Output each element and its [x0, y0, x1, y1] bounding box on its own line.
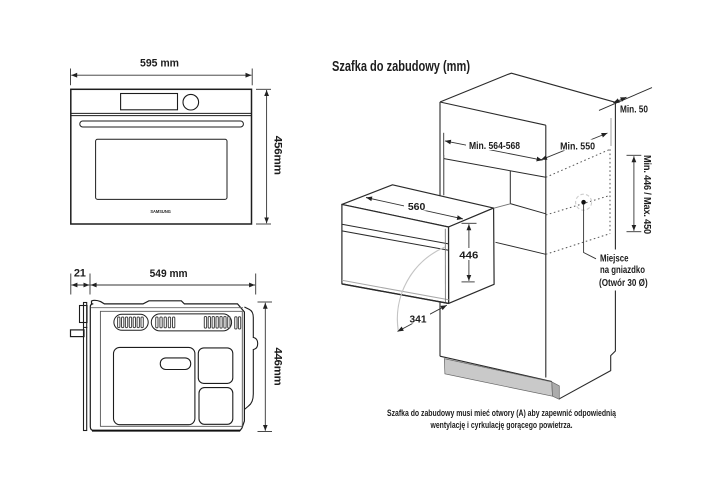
svg-text:456mm: 456mm [272, 136, 284, 175]
svg-text:446mm: 446mm [272, 348, 284, 386]
svg-text:549 mm: 549 mm [150, 268, 188, 280]
svg-text:Min. 50: Min. 50 [620, 105, 648, 116]
svg-text:wentylację i cyrkulację gorące: wentylację i cyrkulację gorącego powietr… [430, 420, 573, 431]
svg-text:446: 446 [459, 250, 478, 262]
svg-text:Miejsce: Miejsce [600, 254, 629, 265]
svg-text:341: 341 [410, 314, 427, 326]
svg-text:Min. 446 / Max. 450: Min. 446 / Max. 450 [641, 155, 652, 235]
svg-text:21: 21 [74, 268, 86, 280]
svg-text:560: 560 [408, 201, 426, 213]
svg-text:595 mm: 595 mm [140, 57, 179, 69]
svg-text:SAMSUNG: SAMSUNG [150, 209, 171, 214]
svg-text:Min. 550: Min. 550 [560, 142, 595, 153]
svg-text:Szafka do zabudowy musi mieć o: Szafka do zabudowy musi mieć otwory (A) … [387, 408, 616, 419]
svg-text:na gniazdko: na gniazdko [600, 265, 645, 276]
svg-text:Min. 564-568: Min. 564-568 [469, 141, 520, 152]
svg-text:Szafka do zabudowy (mm): Szafka do zabudowy (mm) [332, 59, 470, 75]
svg-text:(Otwór 30 Ø): (Otwór 30 Ø) [599, 278, 648, 289]
